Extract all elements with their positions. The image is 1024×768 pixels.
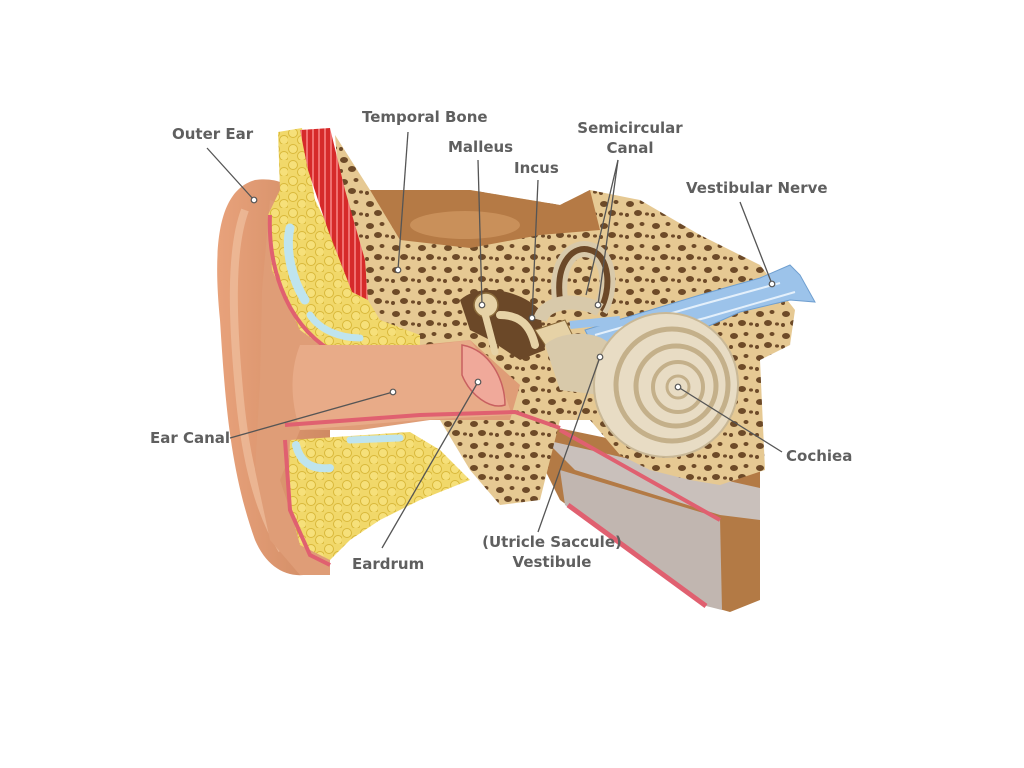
leader-eardrum: [381, 381, 479, 549]
label-cochlea: Cochiea: [786, 447, 853, 465]
muscle-band: [300, 128, 368, 300]
lower-fat-tissue: [283, 432, 470, 567]
pointer-dots: [250, 196, 776, 396]
label-semicircular-line2: Canal: [606, 139, 654, 157]
leader-malleus: [477, 159, 483, 306]
label-malleus: Malleus: [448, 138, 514, 156]
leader-vestibular-nerve: [739, 201, 773, 285]
label-vestibule-line1: (Utricle Saccule): [482, 533, 622, 551]
label-semicircular-canal: Semicircular Canal: [568, 118, 692, 158]
label-temporal-bone: Temporal Bone: [362, 108, 488, 126]
leader-outer-ear: [206, 147, 255, 201]
leader-temporal-bone: [397, 131, 409, 271]
cochlea-shape: [545, 312, 739, 458]
leader-semicircular-b: [597, 159, 619, 306]
label-vestibular-nerve: Vestibular Nerve: [686, 179, 828, 197]
label-vestibule: (Utricle Saccule) Vestibule: [470, 532, 634, 572]
leader-ear-canal: [229, 391, 394, 439]
label-semicircular-line1: Semicircular: [577, 119, 683, 137]
semicircular-canals-shape: [533, 241, 616, 323]
ear-canal-shape: [284, 340, 561, 430]
label-outer-ear: Outer Ear: [172, 125, 254, 143]
leader-lines: [206, 131, 783, 549]
label-ear-canal: Ear Canal: [150, 429, 231, 447]
label-eardrum: Eardrum: [352, 555, 425, 573]
leader-cochlea: [677, 386, 783, 453]
leader-vestibule: [537, 356, 601, 533]
leader-semicircular-a: [585, 159, 619, 296]
leader-incus: [531, 179, 539, 319]
label-vestibule-line2: Vestibule: [512, 553, 592, 571]
label-incus: Incus: [514, 159, 559, 177]
